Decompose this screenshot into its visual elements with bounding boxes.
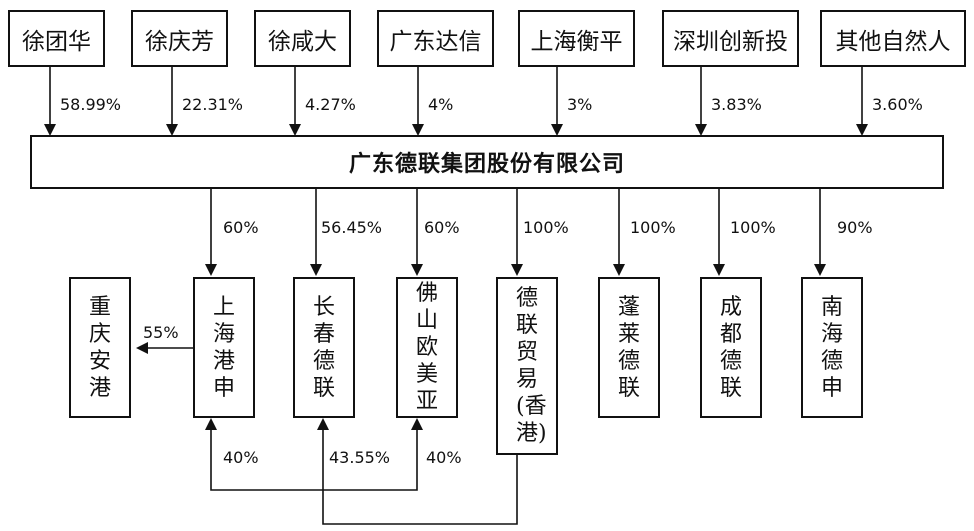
cross-holding-pct: 43.55% [329, 448, 391, 467]
subsidiary-box: 长春德联 [293, 277, 355, 418]
shareholder-name: 徐团华 [22, 28, 91, 55]
shareholder-box: 上海衡平 [518, 10, 635, 67]
sub-sub-arrow [136, 342, 193, 354]
shareholder-name: 广东达信 [389, 28, 482, 55]
subsidiary-name: 重庆安港 [89, 294, 112, 401]
shareholder-name: 徐咸大 [268, 28, 337, 55]
subsidiary-arrows [205, 189, 826, 276]
subsidiary-pct: 100% [630, 218, 676, 237]
subsidiary-pct: 60% [223, 218, 259, 237]
shareholding-pct: 3% [567, 95, 593, 114]
shareholding-pct: 3.83% [711, 95, 762, 114]
shareholder-box: 广东达信 [377, 10, 494, 67]
subsidiary-name: 长春德联 [313, 294, 336, 401]
subsidiary-name: 蓬莱德联 [618, 294, 641, 401]
subsidiary-pct: 56.45% [321, 218, 383, 237]
shareholding-pct: 3.60% [872, 95, 923, 114]
shareholder-box: 深圳创新投 [662, 10, 799, 67]
subsidiary-box: 成都德联 [700, 277, 762, 418]
subsidiary-box: 蓬莱德联 [598, 277, 660, 418]
shareholder-box: 徐咸大 [254, 10, 351, 67]
shareholding-pct: 58.99% [60, 95, 122, 114]
shareholding-pct: 4% [428, 95, 454, 114]
shareholding-pct: 22.31% [182, 95, 244, 114]
shareholder-arrows [44, 67, 868, 136]
subsidiary-name: 成都德联 [720, 294, 743, 401]
subsidiary-box: 德联贸易(香港) [496, 277, 558, 455]
subsidiary-box: 上海港申 [193, 277, 255, 418]
company-box: 广东德联集团股份有限公司 [30, 135, 944, 189]
subsidiary-box: 佛山欧美亚 [396, 277, 458, 418]
sub-sub-pct: 55% [143, 323, 179, 342]
shareholding-pct: 4.27% [305, 95, 356, 114]
shareholder-box: 其他自然人 [820, 10, 966, 67]
subsidiary-box: 重庆安港 [69, 277, 131, 418]
subsidiary-pct: 60% [424, 218, 460, 237]
cross-holding-pct: 40% [223, 448, 259, 467]
subsidiary-name: 南海德申 [821, 294, 844, 401]
shareholder-box: 徐庆芳 [131, 10, 228, 67]
cross-holding-pct: 40% [426, 448, 462, 467]
shareholder-name: 徐庆芳 [145, 28, 214, 55]
shareholder-name: 其他自然人 [835, 28, 951, 55]
subsidiary-pct: 100% [730, 218, 776, 237]
subsidiary-name: 德联贸易(香港) [516, 286, 547, 446]
shareholder-name: 深圳创新投 [673, 28, 788, 55]
subsidiary-box: 南海德申 [801, 277, 863, 418]
subsidiary-pct: 100% [523, 218, 569, 237]
subsidiary-name: 上海港申 [213, 294, 236, 401]
shareholder-name: 上海衡平 [530, 28, 623, 55]
subsidiary-name: 佛山欧美亚 [416, 281, 439, 414]
cross-holding-arrows [205, 418, 518, 525]
company-name: 广东德联集团股份有限公司 [348, 151, 625, 177]
subsidiary-pct: 90% [837, 218, 873, 237]
shareholder-box: 徐团华 [8, 10, 105, 67]
